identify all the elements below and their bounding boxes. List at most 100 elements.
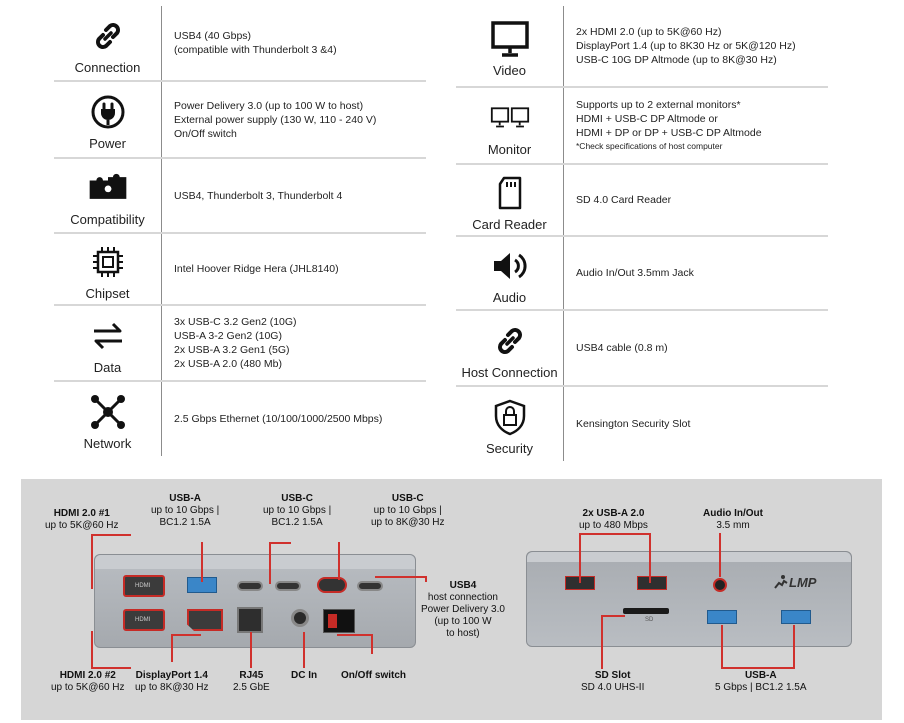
audio-jack [713,578,727,592]
lead-usba-front [721,625,795,669]
label-displayport: DisplayPort 1.4 up to 8K@30 Hz [135,670,209,694]
displayport-port [187,609,223,631]
label-onoff-title: On/Off switch [341,670,406,681]
label-usb4-title: USB4 [449,580,477,591]
spec-value-line: USB-A 3-2 Gen2 (10G) [174,330,282,342]
speaker-icon [490,246,530,286]
lead-rj45 [250,632,252,668]
spec-label-cell: Card Reader [456,165,564,235]
lead-dc-in [303,632,305,668]
label-usba-rear-sub1: up to 10 Gbps | [151,505,220,516]
usbc-port-3 [317,577,347,593]
ports-panel: HDMI HDMI HDMI 2.0 #1 up to 5K@60 Hz USB… [21,479,882,720]
lead-hdmi-1 [91,534,131,589]
spec-label-cell: Monitor [456,88,564,163]
spec-value-line: SD 4.0 Card Reader [576,194,672,206]
label-rj45-title: RJ45 [239,670,264,681]
label-hdmi-1-title: HDMI 2.0 #1 [53,508,110,519]
label-usbc-2-sub2: up to 8K@30 Hz [371,517,445,528]
spec-value-line: Kensington Security Slot [576,418,691,430]
spec-value-cell: Intel Hoover Ridge Hera (JHL8140) [162,234,426,304]
label-sd-slot-sub: SD 4.0 UHS-II [581,682,645,693]
spec-row-monitor: Monitor Supports up to 2 external monitor… [456,88,828,165]
spec-value-line: 2.5 Gbps Ethernet (10/100/1000/2500 Mbps… [174,413,383,425]
label-usbc-1-sub1: up to 10 Gbps | [263,505,332,516]
usba-port-front-2 [781,610,811,624]
power-plug-icon [88,92,128,132]
spec-label-text: Chipset [85,285,130,301]
spec-label-text: Data [93,359,122,375]
label-usba-front: USB-A 5 Gbps | BC1.2 1.5A [715,670,807,694]
spec-value-cell: Power Delivery 3.0 (up to 100 W to host)… [162,82,426,157]
label-usbc-1-sub2: BC1.2 1.5A [271,517,323,528]
label-usbc-2-title: USB-C [391,493,424,504]
spec-label-text: Host Connection [461,364,558,380]
label-usba-front-title: USB-A [744,670,777,681]
sd-card-icon [490,173,530,213]
spec-label-text: Monitor [487,142,532,157]
spec-value-line: 3x USB-C 3.2 Gen2 (10G) [174,316,297,328]
label-usba20-title: 2x USB-A 2.0 [582,508,645,519]
spec-value-line: 2x HDMI 2.0 (up to 5K@60 Hz) [576,26,722,38]
spec-value-cell: 2.5 Gbps Ethernet (10/100/1000/2500 Mbps… [162,382,426,456]
usba20-port-2 [637,576,667,590]
lead-usbc-2 [338,542,340,580]
spec-value-line: Supports up to 2 external monitors* [576,99,741,111]
runner-icon [774,575,788,589]
spec-value-line: USB-C 10G DP Altmode (up to 8K@30 Hz) [576,54,777,66]
link-icon [88,16,128,56]
label-usba-rear-sub2: BC1.2 1.5A [159,517,211,528]
spec-value-cell: USB4 (40 Gbps)(compatible with Thunderbo… [162,6,426,80]
spec-value-line: HDMI + DP or DP + USB-C DP Altmode [576,127,762,139]
spec-label-cell: Connection [54,6,162,80]
spec-value-line: Intel Hoover Ridge Hera (JHL8140) [174,263,339,275]
label-rj45-sub: 2.5 GbE [233,682,270,693]
front-device: SD LMP [526,551,852,647]
lead-onoff [337,634,373,654]
lock-shield-icon [490,397,530,437]
label-sd-slot: SD Slot SD 4.0 UHS-II [581,670,644,694]
label-hdmi-2: HDMI 2.0 #2 up to 5K@60 Hz [51,670,125,694]
lead-sd-slot [601,615,625,669]
usbc-port-1 [237,581,263,591]
spec-value-line: DisplayPort 1.4 (up to 8K30 Hz or 5K@120… [576,40,796,52]
spec-value-line: USB4, Thunderbolt 3, Thunderbolt 4 [174,189,343,202]
spec-value-cell: 3x USB-C 3.2 Gen2 (10G) USB-A 3-2 Gen2 (1… [162,306,426,380]
puzzle-icon [88,168,128,208]
label-hdmi-1: HDMI 2.0 #1 up to 5K@60 Hz [45,508,119,532]
label-displayport-title: DisplayPort 1.4 [135,670,208,681]
lmp-logo-text: LMP [789,574,817,590]
rear-device: HDMI HDMI [94,554,416,648]
hdmi-port-2: HDMI [123,609,165,631]
label-dc-in-title: DC In [291,670,318,681]
spec-label-text: Audio [492,289,527,305]
spec-label-text: Connection [74,59,141,75]
lead-audio [719,533,721,577]
spec-label-cell: Audio [456,237,564,309]
spec-value-cell: USB4, Thunderbolt 3, Thunderbolt 4 [162,159,426,232]
sd-mark: SD [645,617,654,623]
dual-monitor-icon [490,98,530,138]
lead-hdmi-2 [91,631,131,669]
label-audio-title: Audio In/Out [703,508,763,519]
spec-row-chipset: Chipset Intel Hoover Ridge Hera (JHL8140) [54,234,426,306]
power-switch-rocker [328,614,337,628]
hdmi-mark-2: HDMI [135,617,151,623]
spec-table-left: Connection USB4 (40 Gbps)(compatible with… [54,6,426,456]
spec-row-security: Security Kensington Security Slot [456,387,828,461]
label-usbc-2: USB-C up to 10 Gbps | up to 8K@30 Hz [371,493,445,529]
label-usb4-l4: to host) [446,628,480,639]
label-usb4: USB4 host connection Power Delivery 3.0 … [421,580,505,640]
label-usba20-sub: up to 480 Mbps [579,520,648,531]
spec-value-line: On/Off switch [174,127,237,140]
data-arrows-icon [88,316,128,356]
usb4-port [357,581,383,591]
spec-label-cell: Security [456,387,564,461]
chip-icon [88,242,128,282]
label-sd-slot-title: SD Slot [594,670,631,681]
spec-label-text: Card Reader [472,216,547,232]
spec-value-note: *Check specifications of host computer [576,141,723,151]
